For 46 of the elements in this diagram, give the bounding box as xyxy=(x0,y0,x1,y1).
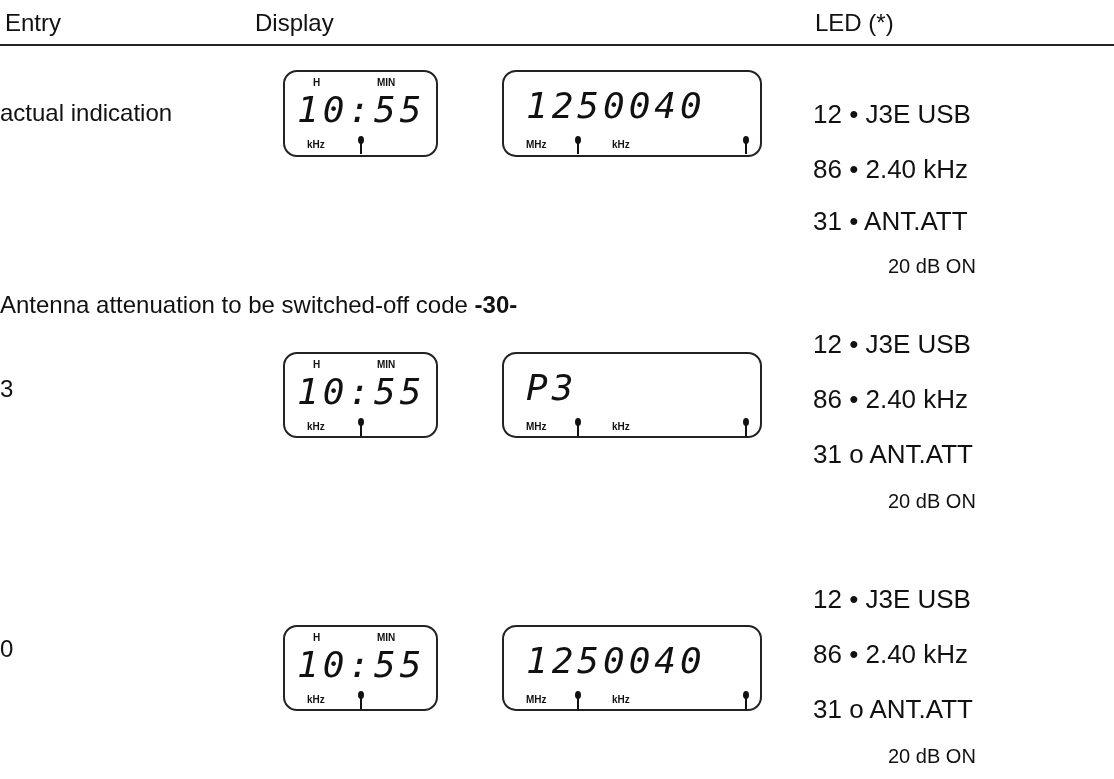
unit-label: MIN xyxy=(377,78,396,88)
led-status: 86 • 2.40 kHz xyxy=(813,640,969,669)
led-status: 12 • J3E USB xyxy=(813,585,971,614)
led-status: 31 o ANT.ATT xyxy=(813,440,973,469)
led-status: 12 • J3E USB xyxy=(813,330,971,359)
unit-label: MIN xyxy=(377,633,396,643)
lcd-display xyxy=(283,70,438,157)
led-status: 31 o ANT.ATT xyxy=(813,695,973,724)
lcd-display xyxy=(502,352,762,438)
unit-label: H xyxy=(313,633,321,643)
led-substatus: 20 dB ON xyxy=(888,255,976,277)
unit-label: kHz xyxy=(612,140,630,150)
led-status: 31 • ANT.ATT xyxy=(813,207,968,236)
entry-label: actual indication xyxy=(0,100,173,127)
column-heading: Entry xyxy=(5,10,61,37)
led-status: 86 • 2.40 kHz xyxy=(813,155,969,184)
column-heading: Display xyxy=(255,10,334,37)
unit-label: MHz xyxy=(526,695,547,705)
unit-label: H xyxy=(313,360,321,370)
lcd-display xyxy=(283,352,438,438)
time-readout: 10:55 xyxy=(297,374,426,410)
lcd-display xyxy=(283,625,438,711)
led-substatus: 20 dB ON xyxy=(888,745,976,767)
unit-label: kHz xyxy=(307,695,325,705)
led-status: 86 • 2.40 kHz xyxy=(813,385,969,414)
unit-label: kHz xyxy=(307,422,325,432)
frequency-readout: P3 xyxy=(526,370,578,406)
frequency-readout: 1250040 xyxy=(526,88,706,124)
unit-label: kHz xyxy=(612,695,630,705)
lcd-display xyxy=(502,70,762,157)
column-heading: LED (*) xyxy=(815,10,894,37)
entry-label: 0 xyxy=(0,636,14,663)
unit-label: MIN xyxy=(377,360,396,370)
time-readout: 10:55 xyxy=(297,647,426,683)
entry-label: 3 xyxy=(0,376,14,403)
unit-label: kHz xyxy=(612,422,630,432)
instruction-text: Antenna attenuation to be switched-off code -30- xyxy=(0,292,518,319)
led-status: 12 • J3E USB xyxy=(813,100,971,129)
led-substatus: 20 dB ON xyxy=(888,490,976,512)
unit-label: MHz xyxy=(526,140,547,150)
lcd-display xyxy=(502,625,762,711)
unit-label: MHz xyxy=(526,422,547,432)
time-readout: 10:55 xyxy=(297,92,426,128)
unit-label: H xyxy=(313,78,321,88)
unit-label: kHz xyxy=(307,140,325,150)
frequency-readout: 1250040 xyxy=(526,643,706,679)
